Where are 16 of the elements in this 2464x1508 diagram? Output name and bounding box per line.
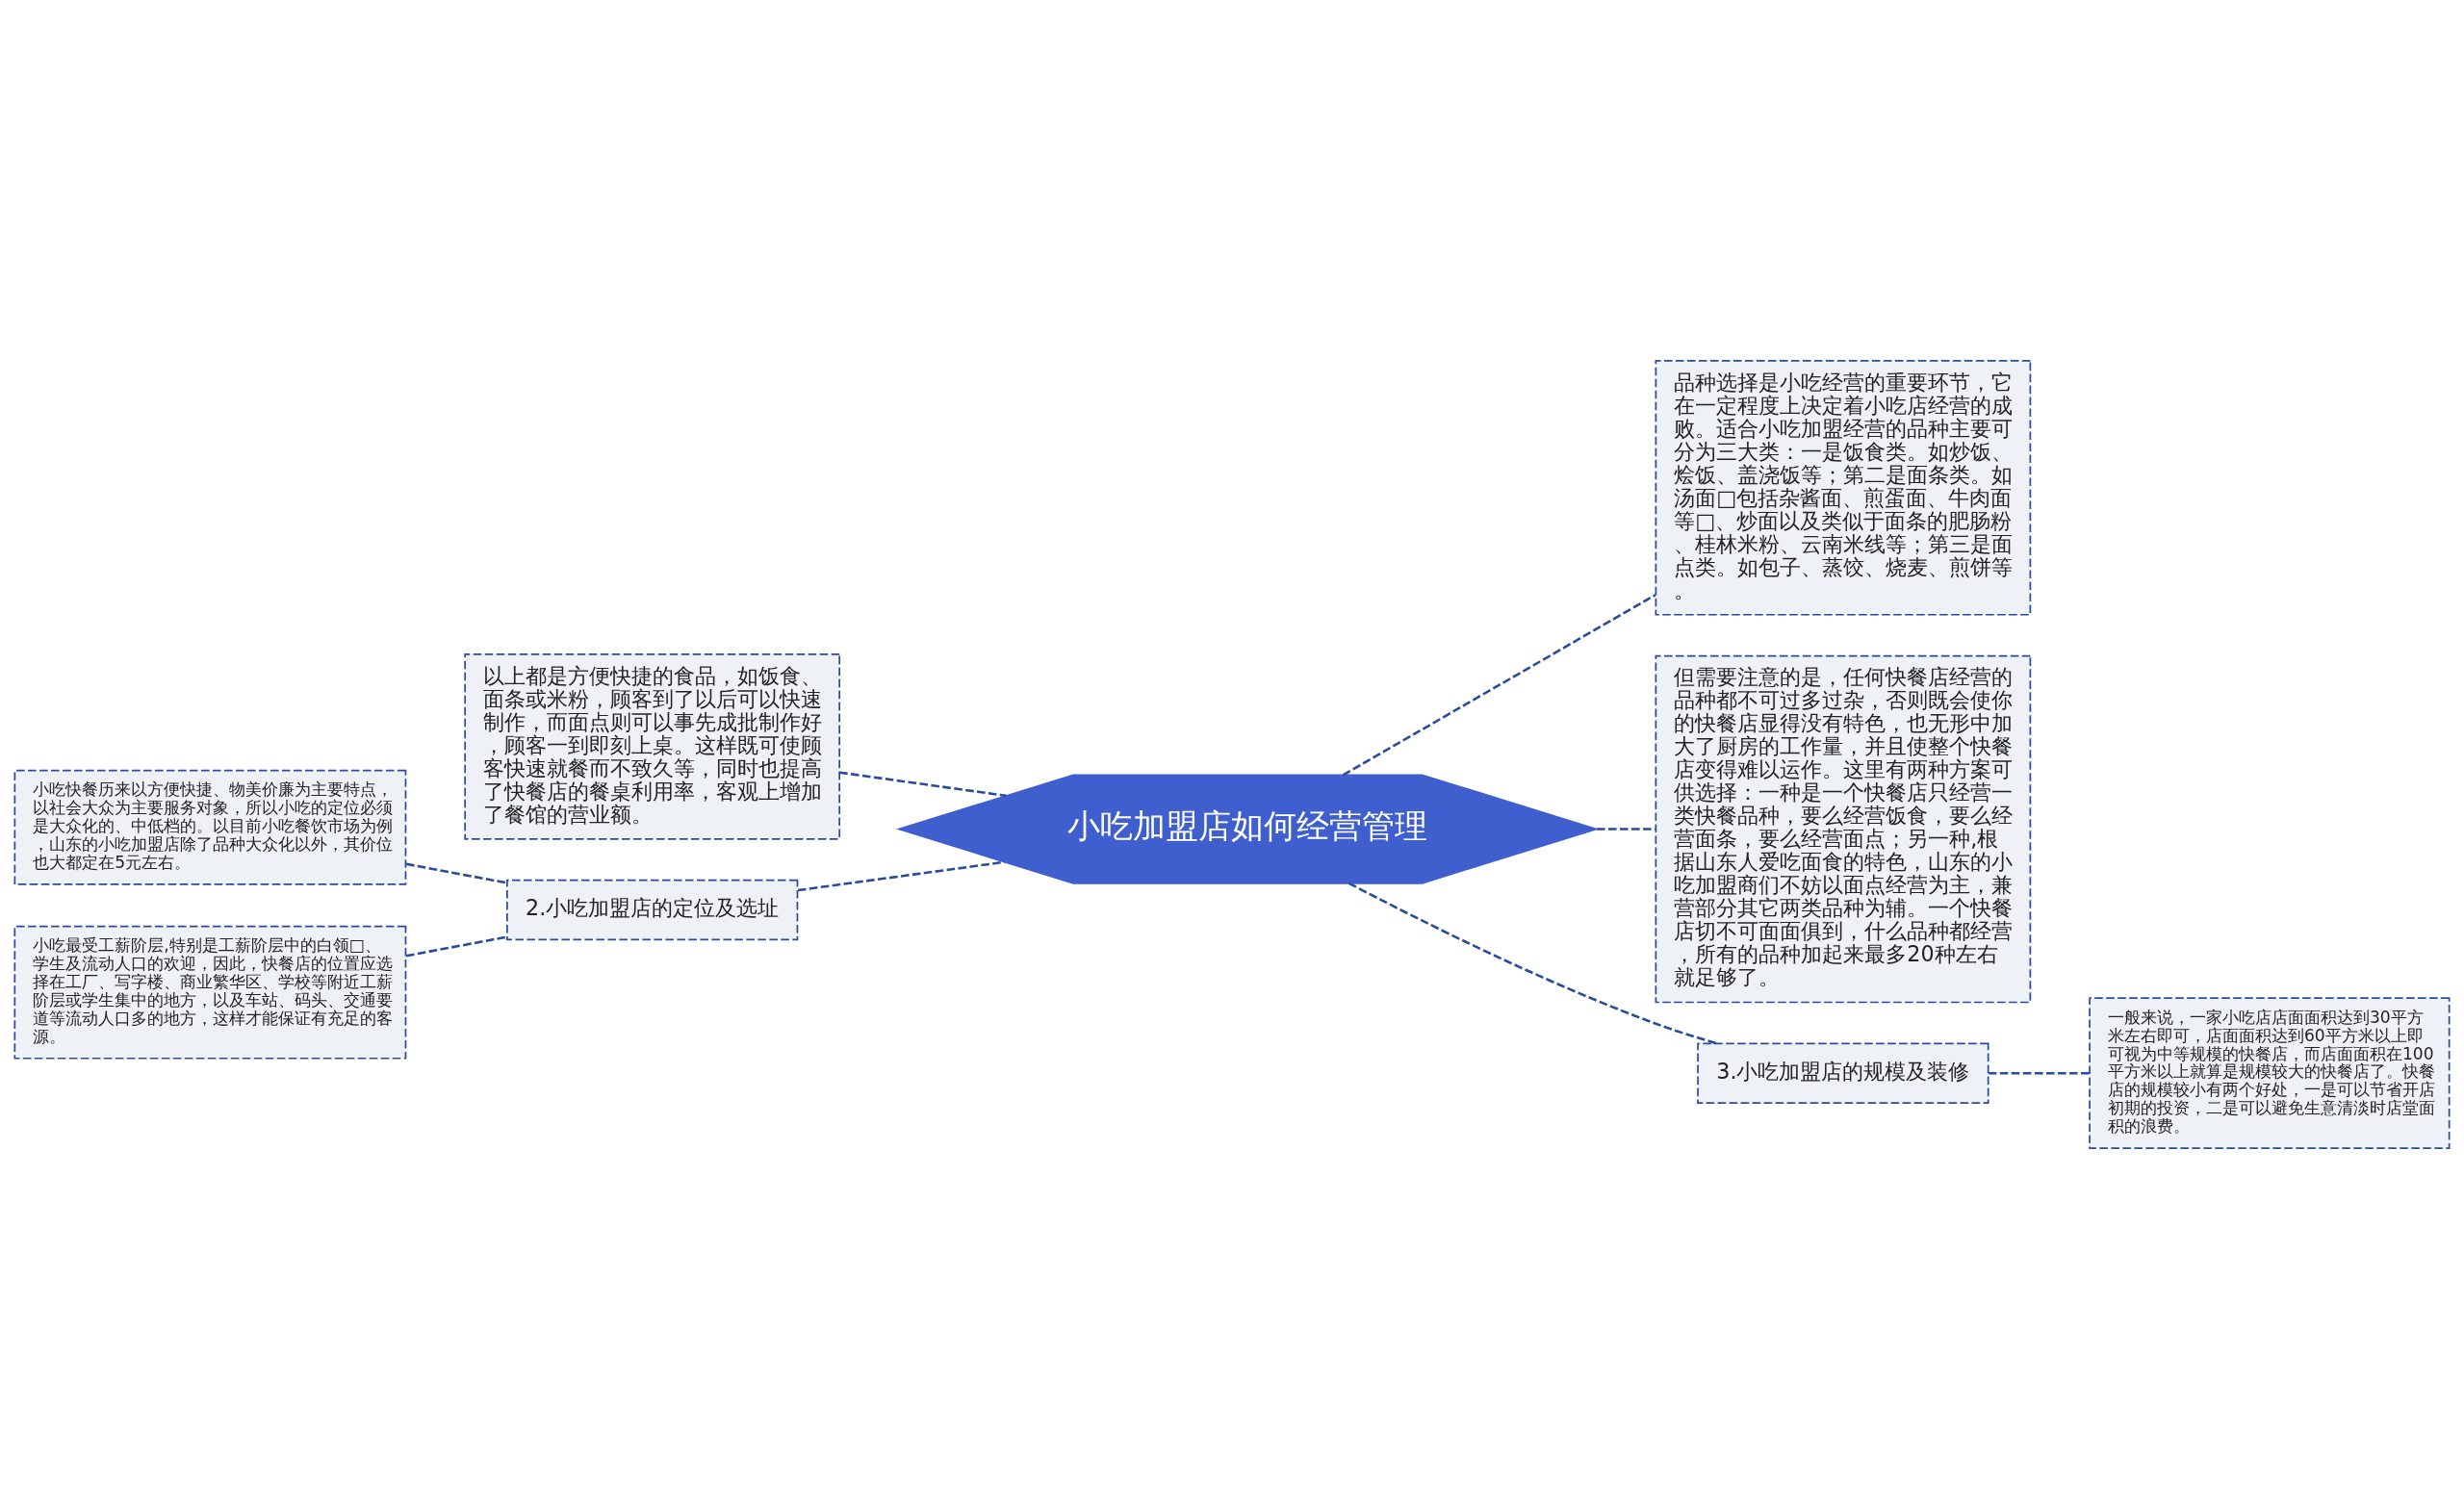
node-box: 一般来说，一家小吃店店面面积达到30平方米左右即可，店面面积达到60平方米以上即可视为中等规模的快餐店，而店面面积在100平方米以上就算是规模较大的快餐店了。快餐店的规模较小有两个好处，一是可以节省开店初期的投资，二是可以避免生意清淡时店堂面积的浪费。 [2089,996,2451,1149]
connector [1348,882,1718,1045]
node-box: 3.小吃加盟店的规模及装修 [1697,1041,1989,1104]
node-box: 小吃最受工薪阶层,特别是工薪阶层中的白领□、学生及流动人口的欢迎，因此，快餐店的位置应选择在工厂、写字楼、商业繁华区、学校等附近工薪阶层或学生集中的地方，以及车站、码头、交通要道等流动人口多的地方，这样才能保证有充足的客源。 [13,925,407,1060]
connector [839,770,1007,797]
node-box: 2.小吃加盟店的定位及选址 [506,879,799,940]
node-box: 以上都是方便快捷的食品，如饭食、面条或米粉，顾客到了以后可以快速制作，而面点则可以事先成批制作好，顾客一到即刻上桌。这样既可使顾客快速就餐而不致久等，同时也提高了快餐店的餐桌利用率，客观上增加了餐馆的营业额。 [464,652,841,840]
connector [797,860,1005,891]
node-box: 品种选择是小吃经营的重要环节，它在一定程度上决定着小吃店经营的成败。适合小吃加盟经营的品种主要可分为三大类：一是饭食类。如炒饭、烩饭、盖浇饭等；第二是面条类。如汤面□包括杂酱面、煎蛋面、牛肉面等□、炒面以及类似于面条的肥肠粉、桂林米粉、云南米线等；第三是面点类。如包子、蒸饺、烧麦、煎饼等。 [1655,359,2032,616]
connector [405,862,507,884]
connector [1342,593,1656,776]
connector [1596,827,1656,831]
connector [1989,1071,2090,1074]
connector [405,934,507,957]
node-box: 小吃快餐历来以方便快捷、物美价廉为主要特点，以社会大众为主要服务对象，所以小吃的定位必须是大众化的、中低档的。以目前小吃餐饮市场为例，山东的小吃加盟店除了品种大众化以外，其价位也大都定在5元左右。 [13,769,407,885]
node-box: 但需要注意的是，任何快餐店经营的品种都不可过多过杂，否则既会使你的快餐店显得没有特色，也无形中加大了厨房的工作量，并且使整个快餐店变得难以运作。这里有两种方案可供选择：一种是一个快餐店只经营一类快餐品种，要么经营饭食，要么经营面条，要么经营面点；另一种,根据山东人爱吃面食的特色，山东的小吃加盟商们不妨以面点经营为主，兼营部分其它两类品种为辅。一个快餐店切不可面面俱到，什么品种都经营，所有的品种加起来最多20种左右就足够了。 [1655,654,2032,1003]
